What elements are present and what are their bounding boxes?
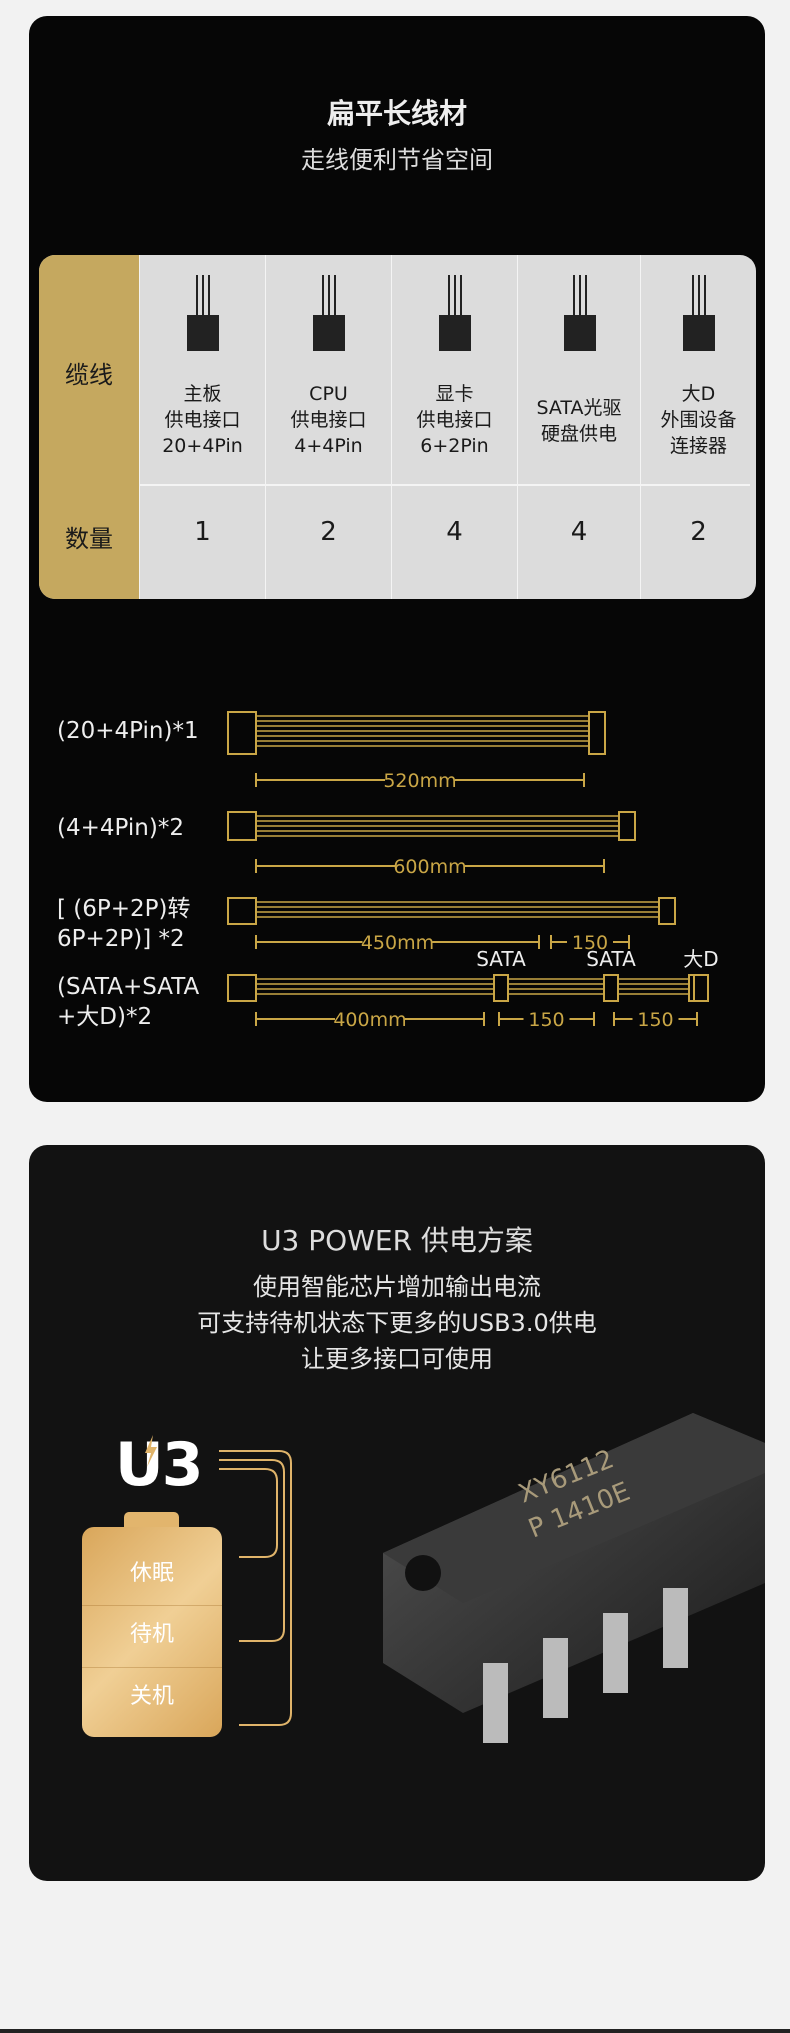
dimension-label: 150 <box>572 932 608 954</box>
connector-label: 大D <box>683 947 718 971</box>
cable-label: (SATA+SATA +大D)*2 <box>57 972 199 1032</box>
dimension-label: 150 <box>528 1009 564 1031</box>
description: 使用智能芯片增加输出电流 可支持待机状态下更多的USB3.0供电 让更多接口可使… <box>29 1269 765 1377</box>
label-line: (20+4Pin)*1 <box>57 718 199 744</box>
divider <box>139 484 750 486</box>
desc-line: 使用智能芯片增加输出电流 <box>253 1273 541 1301</box>
cable-table: 缆线 数量 主板供电接口 20+4Pin 1 CPU 供电接口 4+4Pin 2 显卡供电接口… <box>39 255 756 599</box>
dim-150: 150 <box>550 930 630 954</box>
state-off: 关机 <box>82 1667 222 1725</box>
u3-power-card: U3 POWER 供电方案 使用智能芯片增加输出电流 可支持待机状态下更多的US… <box>29 1145 765 1881</box>
row-label-cable: 缆线 <box>65 361 113 389</box>
dim-600: 600mm <box>255 854 605 878</box>
table-column: SATA光驱硬盘供电 4 <box>517 255 640 599</box>
u3-logo: U3 <box>115 1430 203 1500</box>
sata-connector <box>693 974 709 1002</box>
state-standby: 待机 <box>82 1605 222 1663</box>
dim-150: 150 <box>613 1007 698 1031</box>
row-label-qty: 数量 <box>65 525 113 553</box>
connector-icon <box>558 275 602 355</box>
connector-icon <box>433 275 477 355</box>
table-column: 显卡供电接口 6+2Pin 4 <box>391 255 517 599</box>
label-line: (4+4Pin)*2 <box>57 815 184 841</box>
connector-icon <box>677 275 721 355</box>
qty-cell: 4 <box>446 517 463 547</box>
dim-450: 450mm <box>255 930 540 954</box>
label-line: +大D)*2 <box>57 1004 153 1030</box>
desc-line: 可支持待机状态下更多的USB3.0供电 <box>197 1309 597 1337</box>
connector-label: SATA <box>586 947 636 971</box>
cell-line: 6+2Pin <box>420 435 489 457</box>
bolt-icon <box>145 1435 157 1467</box>
chip-image: XY6112 P 1410E <box>363 1413 765 1763</box>
connector-lines <box>145 1435 292 1726</box>
dimension-label: 150 <box>637 1009 673 1031</box>
cell-line: SATA光驱 <box>536 397 622 419</box>
section-subtitle: 走线便利节省空间 <box>301 146 493 174</box>
qty-cell: 2 <box>320 517 337 547</box>
cell-line: 硬盘供电 <box>540 423 617 445</box>
dimension-label: 450mm <box>361 932 434 954</box>
cable-24pin <box>227 711 606 755</box>
cell-line: 显卡 <box>435 383 474 405</box>
cell-line: CPU <box>309 383 348 405</box>
cell-line: 供电接口 <box>290 409 367 431</box>
qty-cell: 4 <box>570 517 588 547</box>
cable-label: [ (6P+2P)转 6P+2P)] *2 <box>57 894 191 954</box>
label-column <box>39 255 139 599</box>
section-title: 扁平长线材 <box>326 97 467 130</box>
dim-520: 520mm <box>255 768 585 792</box>
cell-line: 4+4Pin <box>294 435 363 457</box>
dimension-label: 520mm <box>383 770 456 792</box>
cell-line: 主板 <box>183 383 222 405</box>
state-sleep: 休眠 <box>129 1561 174 1586</box>
table-column: CPU 供电接口 4+4Pin 2 <box>265 255 391 599</box>
cell-line: 供电接口 <box>164 409 241 431</box>
dimension-label: 400mm <box>333 1009 406 1031</box>
cell-line: 20+4Pin <box>162 435 243 457</box>
cable-label: (4+4Pin)*2 <box>57 813 184 843</box>
sata-connector <box>603 974 619 1002</box>
connector-icon <box>181 275 225 355</box>
cable-pcie <box>227 897 676 925</box>
cable-label: (20+4Pin)*1 <box>57 716 199 746</box>
cell-line: 大D <box>681 383 716 405</box>
desc-line: 让更多接口可使用 <box>301 1345 493 1373</box>
qty-cell: 1 <box>194 517 211 547</box>
label-line: (SATA+SATA <box>57 974 200 1000</box>
cell-line: 供电接口 <box>416 409 493 431</box>
dim-400: 400mm <box>255 1007 485 1031</box>
battery: 休眠 待机 关机 <box>82 1527 222 1737</box>
connector-label: SATA <box>476 947 526 971</box>
qty-cell: 2 <box>690 517 707 547</box>
label-line: [ (6P+2P)转 <box>57 896 191 922</box>
table-column: 大D 外围设备连接器 2 <box>640 255 756 599</box>
label-line: 6P+2P)] *2 <box>57 926 185 952</box>
dimension-label: 600mm <box>393 856 466 878</box>
sata-connector <box>493 974 509 1002</box>
flat-cable-card: 扁平长线材 走线便利节省空间 缆线 数量 主板供电接口 20+4Pin 1 CPU 供电… <box>29 16 765 1102</box>
section-title: U3 POWER 供电方案 <box>261 1224 533 1257</box>
bottom-bar <box>0 2029 790 2033</box>
cable-8pin <box>227 811 636 841</box>
cell-line: 外围设备 <box>660 409 737 431</box>
cable-sata <box>227 974 706 1002</box>
table-column: 主板供电接口 20+4Pin 1 <box>139 255 265 599</box>
dim-150: 150 <box>498 1007 595 1031</box>
cell-line: 连接器 <box>669 435 727 457</box>
connector-icon <box>307 275 351 355</box>
